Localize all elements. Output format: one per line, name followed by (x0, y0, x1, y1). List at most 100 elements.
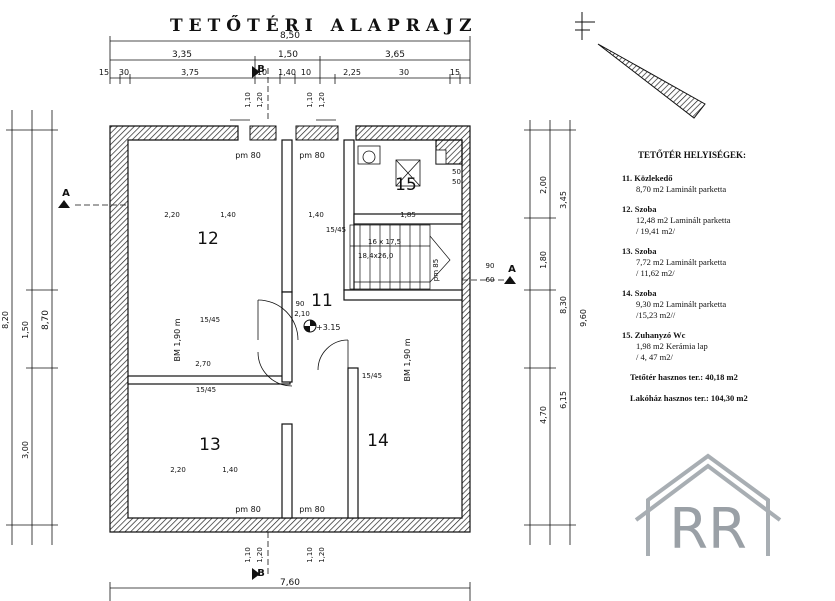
dim-top-detail: 30 (399, 68, 409, 77)
bathroom-fixtures (357, 145, 447, 187)
dim-interior: 15/45 (200, 316, 220, 324)
dim-right-segment: 9,60 (579, 309, 588, 327)
dim-header-height: 1,10 (306, 92, 314, 108)
dim-top-total: 8,50 (280, 31, 300, 41)
dim-interior: 2,20 (170, 466, 186, 474)
section-cut-lines (75, 68, 515, 575)
dim-header-height: 1,20 (256, 92, 264, 108)
dim-header-height: 1,20 (256, 547, 264, 563)
plan-title: TETŐTÉRI ALAPRAJZ (170, 16, 478, 36)
dim-bottom-total: 7,60 (280, 578, 300, 588)
dim-top-detail: 10 (301, 68, 311, 77)
dim-interior: 15/45 (326, 226, 346, 234)
legend-room-detail: / 4, 47 m2/ (636, 352, 673, 362)
dim-interior: 15/45 (362, 372, 382, 380)
section-arrows (58, 66, 516, 580)
window-dim: 90 (486, 262, 495, 270)
dim-top-detail: 1,40 (278, 68, 296, 77)
section-label: B (257, 64, 265, 75)
dim-interior: 1,85 (400, 211, 416, 219)
room-number: 12 (197, 229, 219, 249)
chimney-dim: 50 (452, 178, 461, 186)
dim-right-segment: 2,00 (539, 176, 548, 194)
dim-left-segment: 1,50 (21, 321, 30, 339)
dim-right-segment: 1,80 (539, 251, 548, 269)
opening-label: pm 80 (235, 151, 261, 160)
dim-interior: 1,40 (308, 211, 324, 219)
dim-top-detail: 15 (99, 68, 109, 77)
legend-room-name: 11. Közlekedő (622, 173, 673, 183)
room-number: 11 (311, 291, 333, 311)
dim-top-detail: 15 (450, 68, 460, 77)
room-number: 14 (367, 431, 389, 451)
section-label: A (508, 264, 516, 275)
headroom-label: BM 1,90 m (173, 318, 182, 361)
dim-left-segment: 8,20 (1, 311, 10, 329)
floor-total: Tetőtér hasznos ter.: 40,18 m2 (630, 372, 738, 382)
door-swings (230, 119, 349, 387)
section-label: B (257, 568, 265, 579)
dim-right-segment: 6,15 (559, 391, 568, 409)
dim-left-total: 8,70 (41, 310, 51, 330)
stair-count-label: 16 x 17,5 (368, 238, 401, 246)
dim-top-segment: 3,65 (385, 50, 405, 60)
left-dimension-lines (6, 110, 58, 545)
headroom-label: BM 1,90 m (403, 338, 412, 381)
legend-room-name: 12. Szoba (622, 204, 657, 214)
door-width-label: 90 (296, 300, 305, 308)
dim-interior: 1,40 (220, 211, 236, 219)
staircase (349, 224, 451, 290)
watermark-letters: RR (669, 497, 747, 562)
dim-header-height: 1,10 (244, 547, 252, 563)
section-label: A (62, 188, 70, 199)
legend-room-detail: 12,48 m2 Laminált parketta (636, 215, 731, 225)
dim-right-segment: 8,30 (559, 296, 568, 314)
dim-interior: 15/45 (196, 386, 216, 394)
legend-room-name: 14. Szoba (622, 288, 657, 298)
dim-top-segment: 3,35 (172, 50, 192, 60)
legend-room-detail: / 19,41 m2/ (636, 226, 675, 236)
stair-ratio-label: 18,4x26,0 (358, 252, 393, 260)
level-label: +3.15 (316, 323, 341, 332)
window-dim: 60 (486, 276, 495, 284)
legend-room-detail: 9,30 m2 Laminált parketta (636, 299, 727, 309)
dim-top-detail: 2,25 (343, 68, 361, 77)
watermark-logo (634, 453, 782, 556)
bottom-dimension-lines (109, 582, 471, 601)
legend-room-detail: 7,72 m2 Laminált parketta (636, 257, 727, 267)
right-dimension-lines (524, 120, 576, 545)
north-arrow (575, 12, 706, 119)
dim-top-detail: 3,75 (181, 68, 199, 77)
chimney-dim: 50 (452, 168, 461, 176)
dim-interior: 2,70 (195, 360, 211, 368)
opening-label: pm 80 (235, 505, 261, 514)
room-number: 15 (395, 175, 417, 195)
house-total: Lakóház hasznos ter.: 104,30 m2 (630, 393, 748, 403)
dim-interior: 1,40 (222, 466, 238, 474)
dim-top-segment: 1,50 (278, 50, 298, 60)
dim-header-height: 1,20 (318, 547, 326, 563)
legend-room-name: 13. Szoba (622, 246, 657, 256)
legend-room-detail: 1,98 m2 Kerámia lap (636, 341, 708, 351)
dim-interior: 2,20 (164, 211, 180, 219)
top-dimension-lines (109, 36, 471, 84)
dim-top-detail: 30 (119, 68, 129, 77)
dim-right-segment: 3,45 (559, 191, 568, 209)
dim-header-height: 1,10 (244, 92, 252, 108)
interior-walls (127, 139, 463, 519)
opening-label: pm 80 (299, 505, 325, 514)
legend-heading: TETŐTÉR HELYISÉGEK: (638, 150, 746, 160)
legend-room-detail: / 11,62 m2/ (636, 268, 675, 278)
legend-room-detail: 8,70 m2 Laminált parketta (636, 184, 727, 194)
dim-header-height: 1,20 (318, 92, 326, 108)
dim-right-segment: 4,70 (539, 406, 548, 424)
